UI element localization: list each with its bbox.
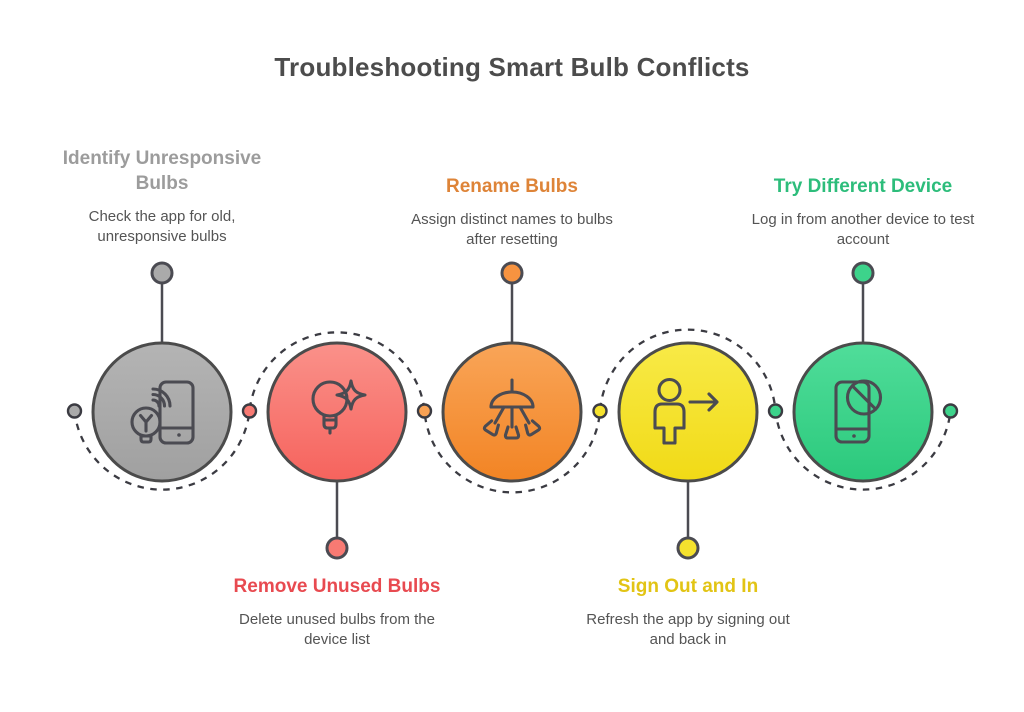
step-text-identify: Identify Unresponsive Bulbs Check the ap… [48, 146, 276, 247]
step-text-sign-out: Sign Out and In Refresh the app by signi… [574, 574, 802, 650]
connector-dot-1-2 [241, 403, 258, 419]
stem-dot [150, 261, 174, 285]
step-circle-sign-out [617, 341, 759, 483]
step-stem-try-device [851, 261, 875, 344]
step-title: Remove Unused Bulbs [233, 576, 441, 597]
step-text-remove: Remove Unused Bulbs Delete unused bulbs … [223, 574, 451, 650]
connector-dot-4-5 [767, 403, 784, 419]
step-stem-sign-out [676, 480, 700, 560]
step-title: Sign Out and In [617, 576, 759, 597]
connector-dot-left [66, 403, 83, 419]
page-title: Troubleshooting Smart Bulb Conflicts [274, 52, 750, 82]
stem-dot [500, 261, 524, 285]
step-circle-identify [91, 341, 233, 483]
connector-dot-right [942, 403, 959, 419]
phone-blocked-icon [834, 379, 883, 444]
step-description: Refresh the app by signing out and back … [586, 611, 790, 648]
step-stem-identify [150, 261, 174, 344]
connector-dot-3-4 [592, 403, 608, 419]
step-title: Try Different Device [773, 176, 953, 197]
step-circle-remove [266, 341, 408, 483]
serpentine-connector-line [73, 328, 952, 494]
step-stem-remove [325, 480, 349, 560]
stem-dot [676, 536, 700, 560]
step-text-rename: Rename Bulbs Assign distinct names to bu… [398, 174, 626, 250]
bulb-sparkle-icon [311, 379, 367, 435]
step-title: Rename Bulbs [446, 176, 578, 197]
connector-dot-2-3 [416, 403, 433, 419]
step-stem-rename [500, 261, 524, 344]
stem-dot [325, 536, 349, 560]
step-description: Log in from another device to test accou… [751, 211, 975, 248]
step-text-try-device: Try Different Device Log in from another… [749, 174, 977, 250]
phone-wifi-bulb-icon [130, 380, 195, 445]
step-circle-try-device [792, 341, 934, 483]
ceiling-lamp-icon [482, 378, 542, 440]
step-title: Identify Unresponsive Bulbs [62, 148, 262, 194]
step-description: Delete unused bulbs from the device list [239, 611, 435, 648]
step-description: Assign distinct names to bulbs after res… [411, 211, 613, 248]
stem-dot [851, 261, 875, 285]
step-description: Check the app for old, unresponsive bulb… [88, 208, 236, 245]
person-signout-arrow-icon [653, 377, 719, 445]
